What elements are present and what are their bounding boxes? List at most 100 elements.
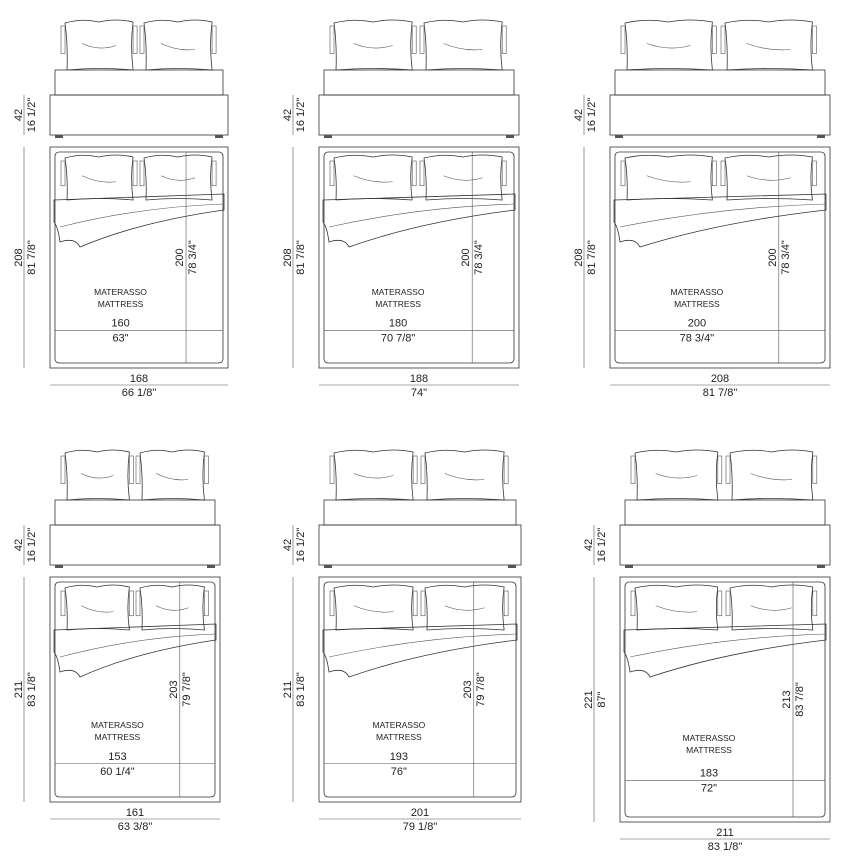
mattress-label-it: MATERASSO bbox=[91, 720, 144, 730]
pillow-outline bbox=[729, 449, 814, 501]
headboard-cushion-edge bbox=[132, 25, 138, 54]
pillow-outline bbox=[424, 449, 505, 501]
mattress-length-in-label: 83 7/8" bbox=[794, 682, 806, 717]
headboard-cushion-edge bbox=[132, 160, 138, 187]
length-cm-label: 211 bbox=[13, 681, 25, 699]
headboard-cushion-edge bbox=[812, 590, 818, 617]
bed-foot bbox=[817, 135, 825, 138]
mattress-label-en: MATTRESS bbox=[686, 745, 732, 755]
length-cm-label: 211 bbox=[282, 681, 294, 699]
pillow-outline bbox=[724, 154, 813, 201]
headboard-cushion-edge bbox=[812, 455, 818, 484]
height-cm-label: 42 bbox=[583, 539, 595, 551]
pillow-outline bbox=[333, 154, 413, 201]
headboard-cushion-edge bbox=[503, 455, 509, 484]
pillow-crease bbox=[655, 605, 698, 613]
headboard-cushion-edge bbox=[420, 455, 426, 484]
height-cm-label: 42 bbox=[13, 109, 25, 121]
width-cm-label: 201 bbox=[411, 807, 429, 819]
mattress-label-en: MATTRESS bbox=[376, 732, 422, 742]
headboard-cushion-edge bbox=[717, 455, 723, 484]
mattress-length-cm-label: 203 bbox=[168, 680, 180, 698]
pillow-outline bbox=[634, 584, 719, 631]
mattress-area bbox=[323, 581, 517, 798]
pillow-crease bbox=[444, 473, 485, 481]
headboard-cushion-edge bbox=[329, 25, 335, 54]
mattress-area bbox=[624, 581, 826, 818]
headboard-cushion-edge bbox=[501, 25, 507, 54]
headboard-cushion-edge bbox=[717, 590, 723, 617]
duvet bbox=[53, 193, 225, 248]
bed-foot bbox=[506, 135, 514, 138]
headboard-cushion-edge bbox=[329, 590, 335, 617]
width-cm-label: 161 bbox=[126, 807, 144, 819]
pillow-crease bbox=[80, 605, 114, 613]
headboard-cushion-edge bbox=[129, 455, 134, 484]
bed-foot bbox=[55, 135, 63, 138]
mattress-length-in-label: 78 3/4" bbox=[780, 240, 792, 275]
headboard-cushion-edge bbox=[135, 455, 141, 484]
width-in-label: 63 3/8" bbox=[118, 821, 153, 833]
width-in-label: 83 1/8" bbox=[708, 841, 743, 853]
mattress-area bbox=[54, 151, 224, 364]
bed-frame bbox=[318, 576, 522, 803]
headboard-cushion-edge bbox=[720, 160, 726, 187]
mattress-width-in-label: 60 1/4" bbox=[100, 766, 135, 778]
headboard-cushion-edge bbox=[725, 455, 731, 484]
pillow-outline bbox=[333, 19, 413, 71]
mattress-width-cm-label: 193 bbox=[390, 751, 408, 763]
headboard-ledge bbox=[54, 499, 216, 526]
bed-foot bbox=[625, 565, 633, 568]
pillow-crease bbox=[746, 175, 791, 181]
length-in-label: 81 7/8" bbox=[295, 240, 307, 275]
pillow-crease bbox=[353, 43, 393, 49]
duvet bbox=[322, 193, 516, 248]
mattress-width-cm-label: 153 bbox=[108, 751, 126, 763]
pillow-crease bbox=[746, 43, 791, 51]
pillow-crease bbox=[81, 175, 117, 183]
headboard-cushion-edge bbox=[60, 455, 66, 484]
mattress-length-cm-label: 203 bbox=[462, 680, 474, 698]
headboard-cushion-edge bbox=[720, 25, 726, 54]
headboard-cushion-edge bbox=[412, 590, 418, 617]
bed-foot bbox=[615, 135, 623, 138]
mattress-width-in-label: 63" bbox=[112, 332, 128, 344]
bed-foot bbox=[215, 135, 223, 138]
headboard-ledge bbox=[323, 69, 515, 96]
headboard-cushion-edge bbox=[60, 590, 66, 617]
duvet-fold bbox=[59, 203, 225, 228]
duvet bbox=[53, 623, 217, 678]
headboard-cushion-edge bbox=[60, 160, 66, 187]
mattress-length-cm-label: 200 bbox=[460, 248, 472, 266]
headboard-cushion-edge bbox=[135, 590, 141, 617]
height-cm-label: 42 bbox=[282, 539, 294, 551]
bed-frame bbox=[609, 146, 831, 369]
pillow-crease bbox=[750, 473, 793, 481]
mattress-width-cm-label: 200 bbox=[688, 317, 706, 329]
length-cm-label: 208 bbox=[282, 248, 294, 266]
height-cm-label: 42 bbox=[573, 109, 585, 121]
headboard-cushion-edge bbox=[812, 160, 817, 187]
mattress-width-cm-label: 160 bbox=[111, 317, 129, 329]
bed-base bbox=[49, 524, 221, 566]
width-in-label: 74" bbox=[411, 387, 427, 399]
headboard-cushion-edge bbox=[329, 160, 335, 187]
headboard-cushion-edge bbox=[620, 160, 626, 187]
bed-frame bbox=[619, 576, 831, 823]
pillow-outline bbox=[143, 19, 213, 71]
headboard-cushion-edge bbox=[412, 455, 418, 484]
headboard-cushion-edge bbox=[503, 590, 509, 617]
pillow-outline bbox=[333, 584, 414, 631]
mattress-length-cm-label: 213 bbox=[781, 690, 793, 708]
duvet bbox=[322, 623, 518, 678]
